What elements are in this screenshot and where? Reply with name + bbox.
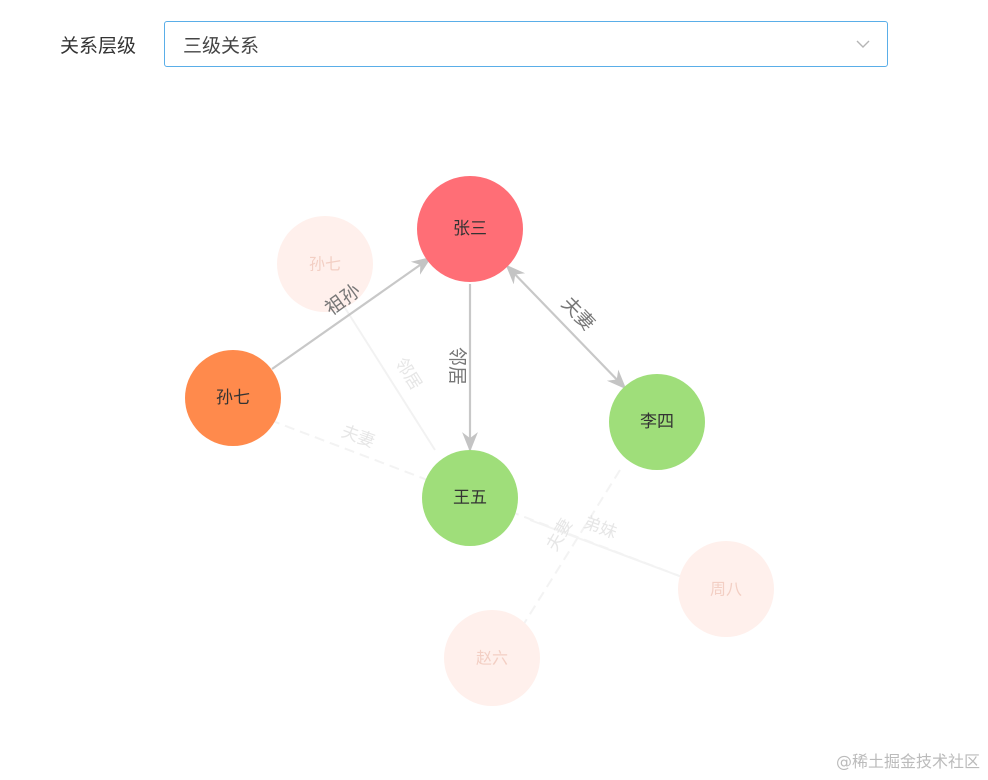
- node-sunqi-circle[interactable]: [185, 350, 281, 446]
- node-sunqi-label: 孙七: [216, 388, 250, 408]
- node-wangwu-circle[interactable]: [422, 450, 518, 546]
- ghost-edge: [519, 469, 621, 631]
- node-lisi[interactable]: 李四: [609, 374, 705, 470]
- node-wangwu[interactable]: 王五: [422, 450, 518, 546]
- node-lisi-label: 李四: [640, 412, 674, 432]
- faded-background-layer: 孙七 周八 赵六 邻居 夫妻 弟妹 夫妻: [269, 216, 774, 706]
- ghost-node-zhaoliu: [444, 610, 540, 706]
- node-zhangsan-circle[interactable]: [417, 176, 523, 282]
- node-zhangsan-label: 张三: [453, 219, 487, 239]
- ghost-node-sunqi-label: 孙七: [309, 255, 341, 274]
- relation-level-filter: 关系层级 三级关系: [60, 21, 888, 67]
- ghost-node-zhaoliu-label: 赵六: [476, 649, 508, 668]
- chevron-down-icon: [856, 40, 870, 48]
- watermark: @稀土掘金技术社区: [835, 752, 980, 771]
- ghost-edge: [339, 299, 436, 451]
- ghost-node-zhouba-label: 周八: [710, 580, 742, 599]
- node-wangwu-label: 王五: [453, 488, 487, 508]
- node-lisi-circle[interactable]: [609, 374, 705, 470]
- edge-label-linju: 邻居: [446, 347, 468, 385]
- node-sunqi[interactable]: 孙七: [185, 350, 281, 446]
- ghost-node-zhouba: [678, 541, 774, 637]
- edge-zhangsan-lisi: [505, 264, 627, 390]
- edge-sunqi-zhangsan: [271, 256, 432, 370]
- relation-level-select[interactable]: 三级关系: [164, 21, 888, 67]
- edge-label-fuqi: 夫妻: [557, 293, 599, 336]
- ghost-edge: [529, 519, 691, 581]
- ghost-edge-label: 弟妹: [581, 513, 620, 543]
- node-zhangsan[interactable]: 张三: [417, 176, 523, 282]
- ghost-node-sunqi: [277, 216, 373, 312]
- ghost-edge-label: 夫妻: [339, 422, 378, 452]
- relation-level-selected-value: 三级关系: [183, 34, 260, 57]
- relation-level-label: 关系层级: [60, 34, 137, 57]
